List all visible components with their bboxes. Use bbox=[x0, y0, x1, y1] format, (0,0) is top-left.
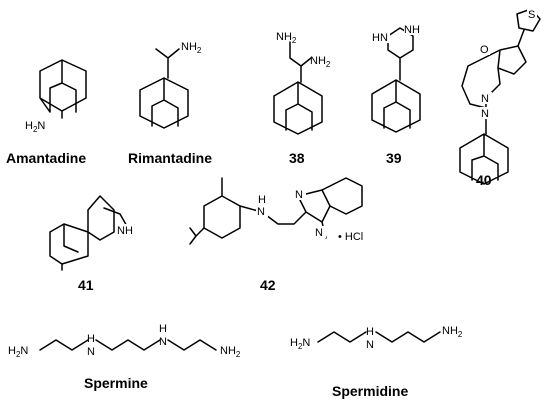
amine-group-spermine-left: H2N bbox=[8, 345, 28, 359]
piperazine-nh-39: HN bbox=[372, 32, 388, 44]
amine-group-spermine-right: NH2 bbox=[220, 345, 241, 359]
amine-nitrogen-42: N bbox=[257, 206, 265, 218]
amine-group-amantadine: H2N bbox=[25, 120, 45, 134]
compound-label-42: 42 bbox=[260, 277, 276, 293]
structure-42: N H N N • HCl 42 bbox=[189, 177, 363, 293]
compound-label-spermine: Spermine bbox=[84, 375, 148, 391]
isoxazole-oxygen-40: O bbox=[480, 44, 489, 56]
structure-amantadine: H2N Amantadine bbox=[6, 59, 87, 166]
piperidine-nh-41: NH bbox=[117, 225, 133, 237]
amine-nitrogen-spermidine: N bbox=[366, 339, 374, 351]
compound-label-amantadine: Amantadine bbox=[6, 150, 86, 166]
compound-label-39: 39 bbox=[386, 150, 402, 166]
methyl-nitrogen-42: N bbox=[315, 227, 323, 239]
amine-nitrogen-spermine-2: N bbox=[159, 336, 167, 348]
compound-label-38: 38 bbox=[289, 150, 305, 166]
structure-spermine: H2N N H N H NH2 Spermine bbox=[8, 323, 241, 391]
structure-41: NH 41 bbox=[49, 195, 134, 293]
amine-group-spermidine-right: NH2 bbox=[442, 325, 463, 339]
ring-nitrogen-40: N bbox=[481, 93, 489, 105]
amine-group-spermidine-left: H2N bbox=[290, 337, 310, 351]
amine-group-38-top: NH2 bbox=[276, 31, 297, 45]
compound-label-rimantadine: Rimantadine bbox=[128, 150, 212, 166]
amine-hydrogen-spermidine: H bbox=[366, 326, 374, 338]
amine-group-rimantadine: NH2 bbox=[181, 41, 202, 55]
structure-40: O S N N 40 bbox=[459, 8, 541, 188]
hydrochloride-salt-42: • HCl bbox=[338, 231, 363, 243]
compound-label-41: 41 bbox=[78, 277, 94, 293]
amine-group-38-side: NH2 bbox=[310, 55, 331, 69]
structure-38: NH2 NH2 38 bbox=[273, 31, 331, 166]
structure-rimantadine: NH2 Rimantadine bbox=[128, 41, 212, 166]
amine-nitrogen-40: N bbox=[481, 108, 489, 120]
piperazine-nh-39-top: NH bbox=[404, 24, 420, 36]
structure-39: HN NH 39 bbox=[371, 23, 422, 166]
structure-spermidine: H2N N H NH2 Spermidine bbox=[290, 325, 463, 399]
amine-nitrogen-spermine-1: N bbox=[87, 346, 95, 358]
amine-hydrogen-42: H bbox=[258, 194, 266, 206]
thiophene-sulfur-40: S bbox=[528, 9, 535, 21]
imidazole-nitrogen-42: N bbox=[295, 189, 303, 201]
compound-label-40: 40 bbox=[476, 172, 492, 188]
amine-hydrogen-spermine-1: H bbox=[87, 333, 95, 345]
amine-hydrogen-spermine-2: H bbox=[159, 323, 167, 335]
compound-label-spermidine: Spermidine bbox=[332, 383, 408, 399]
